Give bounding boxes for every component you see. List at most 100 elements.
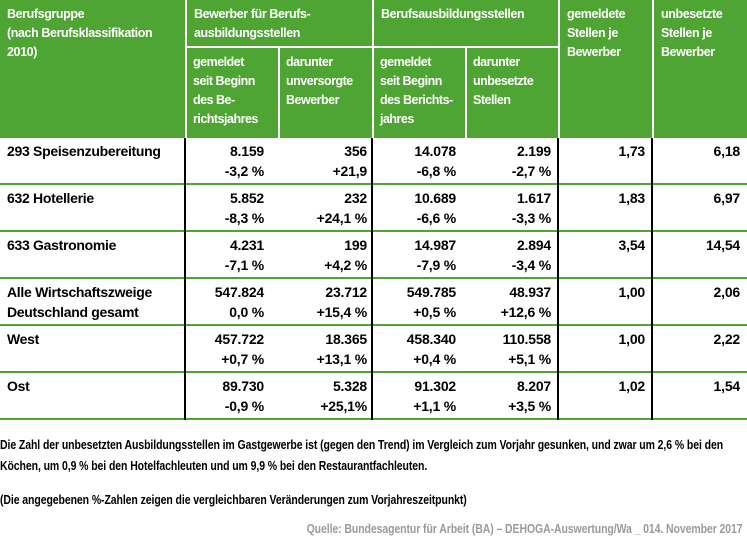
cell-value: 110.558 bbox=[502, 331, 552, 347]
cell-value: 91.302 bbox=[414, 378, 456, 394]
cell-value: 5.328 bbox=[332, 378, 367, 394]
table-row-gastronomie: 633 Gastronomie 4.231-7,1 % 199+4,2 % 14… bbox=[0, 232, 747, 279]
cell-gemeldete-je-bewerber: 1,00 bbox=[558, 326, 652, 371]
cell-value: 8.159 bbox=[229, 143, 264, 159]
col-group-bewerber: Bewerber für Berufs- ausbildungsstellen bbox=[185, 0, 372, 46]
cell-change: +4,2 % bbox=[324, 257, 367, 273]
cell-gemeldete-je-bewerber: 1,00 bbox=[558, 279, 652, 324]
cell-value: 232 bbox=[344, 190, 367, 206]
cell-value: 2,22 bbox=[713, 331, 741, 347]
cell-change: -6,6 % bbox=[416, 210, 456, 226]
cell-bewerber-unversorgt: 5.328 +25,1% bbox=[278, 373, 372, 418]
cell-bewerber-gemeldet: 457.722 +0,7 % bbox=[185, 326, 278, 371]
column-divider bbox=[184, 138, 186, 420]
cell-bewerber-gemeldet: 8.159 -3,2 % bbox=[185, 138, 278, 183]
cell-value: 6,18 bbox=[713, 143, 741, 159]
cell-change: +0,4 % bbox=[413, 351, 456, 367]
table-row-speisenzubereitung: 293 Speisenzubereitung 8.159 -3,2 % 356 +2… bbox=[0, 138, 747, 185]
column-divider bbox=[651, 138, 653, 420]
cell-value: 547.824 bbox=[214, 284, 264, 300]
cell-stellen-gemeldet: 91.302 +1,1 % bbox=[372, 373, 465, 418]
cell-value: 1,73 bbox=[618, 143, 646, 159]
row-label: Alle Wirtschaftszweige Deutschland gesam… bbox=[7, 284, 152, 320]
cell-gemeldete-je-bewerber: 1,02 bbox=[558, 373, 652, 418]
cell-change: +1,1 % bbox=[413, 398, 456, 414]
cell-value: 457.722 bbox=[214, 331, 264, 347]
cell-change: +24,1 % bbox=[316, 210, 368, 226]
subcol-header-bewerber-gemeldet: gemeldet seit Beginn des Be- richtsjahre… bbox=[185, 46, 278, 138]
row-label: 293 Speisenzubereitung bbox=[7, 143, 161, 159]
cell-stellen-gemeldet: 14.078-6,8 % bbox=[372, 138, 465, 183]
cell-change: -8,3 % bbox=[224, 210, 264, 226]
source-attribution: Quelle: Bundesagentur für Arbeit (BA) – … bbox=[306, 522, 743, 536]
training-statistics-table: Berufsgruppe (nach Berufsklassifikation … bbox=[0, 0, 747, 420]
cell-change: +15,4 % bbox=[316, 304, 368, 320]
cell-stellen-unbesetzt: 48.937 +12,6 % bbox=[465, 279, 558, 324]
cell-change: +0,7 % bbox=[221, 351, 264, 367]
cell-value: 4.231 bbox=[229, 237, 264, 253]
col-header-gemeldete-stellen-je-bewerber: gemeldete Stellen je Bewerber bbox=[558, 0, 652, 138]
cell-value: 6,97 bbox=[713, 190, 741, 206]
cell-unbesetzte-je-bewerber: 6,18 bbox=[652, 138, 747, 183]
cell-value: 48.937 bbox=[509, 284, 551, 300]
cell-bewerber-gemeldet: 4.231 -7,1 % bbox=[185, 232, 278, 277]
subcol-header-stellen-gemeldet: gemeldet seit Beginn des Berichts- jahre… bbox=[372, 46, 465, 138]
cell-stellen-unbesetzt: 1.617 -3,3 % bbox=[465, 185, 558, 230]
cell-value: 549.785 bbox=[406, 284, 456, 300]
footnote-main: Die Zahl der unbesetzten Ausbildungsstel… bbox=[0, 438, 724, 473]
footnote-parenthetical: (Die angegebenen %-Zahlen zeigen die ver… bbox=[0, 493, 467, 507]
column-divider bbox=[371, 138, 373, 420]
cell-stellen-unbesetzt: 2.199 -2,7 % bbox=[465, 138, 558, 183]
cell-change: +5,1 % bbox=[508, 351, 551, 367]
cell-change: -7,1 % bbox=[224, 257, 264, 273]
table-body: 293 Speisenzubereitung 8.159 -3,2 % 356 +2… bbox=[0, 138, 747, 420]
cell-change: +3,5 % bbox=[508, 398, 551, 414]
cell-unbesetzte-je-bewerber: 1,54 bbox=[652, 373, 747, 418]
cell-value: 14.987 bbox=[414, 237, 456, 253]
col-header-unbesetzte-stellen-je-bewerber: unbesetzte Stellen je Bewerber bbox=[652, 0, 747, 138]
cell-value: 89.730 bbox=[222, 378, 264, 394]
cell-value: 1,83 bbox=[618, 190, 646, 206]
cell-change: +21,9 bbox=[332, 163, 368, 179]
cell-change: +25,1% bbox=[320, 398, 367, 414]
cell-bewerber-gemeldet: 5.852 -8,3 % bbox=[185, 185, 278, 230]
cell-change: +12,6 % bbox=[500, 304, 552, 320]
cell-value: 5.852 bbox=[229, 190, 264, 206]
table-row-west: West 457.722+0,7 % 18.365+13,1 % 458.340… bbox=[0, 326, 747, 373]
cell-change: -2,7 % bbox=[511, 163, 551, 179]
table-row-hotellerie: 632 Hotellerie 5.852-8,3 % 232+24,1 % 10… bbox=[0, 185, 747, 232]
cell-change: -3,4 % bbox=[511, 257, 551, 273]
cell-value: 10.689 bbox=[414, 190, 456, 206]
cell-change: -3,3 % bbox=[511, 210, 551, 226]
cell-value: 1.617 bbox=[516, 190, 551, 206]
col-group-berufsausbildungsstellen: Berufsausbildungsstellen bbox=[372, 0, 558, 46]
cell-stellen-gemeldet: 10.689 -6,6 % bbox=[372, 185, 465, 230]
cell-value: 1,00 bbox=[618, 284, 646, 300]
cell-gemeldete-je-bewerber: 3,54 bbox=[558, 232, 652, 277]
cell-stellen-gemeldet: 458.340+0,4 % bbox=[372, 326, 465, 371]
cell-value: 356 bbox=[344, 143, 367, 159]
cell-value: 2,06 bbox=[713, 284, 741, 300]
cell-stellen-unbesetzt: 2.894 -3,4 % bbox=[465, 232, 558, 277]
cell-value: 2.199 bbox=[516, 143, 551, 159]
cell-bewerber-gemeldet: 547.824 0,0 % bbox=[185, 279, 278, 324]
cell-change: +0,5 % bbox=[413, 304, 456, 320]
cell-change: 0,0 % bbox=[229, 304, 264, 320]
cell-value: 3,54 bbox=[618, 237, 646, 253]
cell-bewerber-unversorgt: 232 +24,1 % bbox=[278, 185, 372, 230]
cell-stellen-unbesetzt: 110.558 +5,1 % bbox=[465, 326, 558, 371]
column-divider bbox=[557, 138, 559, 420]
cell-bewerber-unversorgt: 356 +21,9 bbox=[278, 138, 372, 183]
row-label: Ost bbox=[7, 378, 30, 394]
cell-unbesetzte-je-bewerber: 2,22 bbox=[652, 326, 747, 371]
cell-change: -3,2 % bbox=[224, 163, 264, 179]
cell-bewerber-unversorgt: 18.365+13,1 % bbox=[278, 326, 372, 371]
cell-value: 14,54 bbox=[705, 237, 740, 253]
cell-stellen-gemeldet: 14.987 -7,9 % bbox=[372, 232, 465, 277]
cell-value: 2.894 bbox=[516, 237, 551, 253]
cell-bewerber-unversorgt: 23.712+15,4 % bbox=[278, 279, 372, 324]
cell-change: -7,9 % bbox=[416, 257, 456, 273]
table-header: Berufsgruppe (nach Berufsklassifikation … bbox=[0, 0, 747, 138]
cell-change: -0,9 % bbox=[224, 398, 264, 414]
